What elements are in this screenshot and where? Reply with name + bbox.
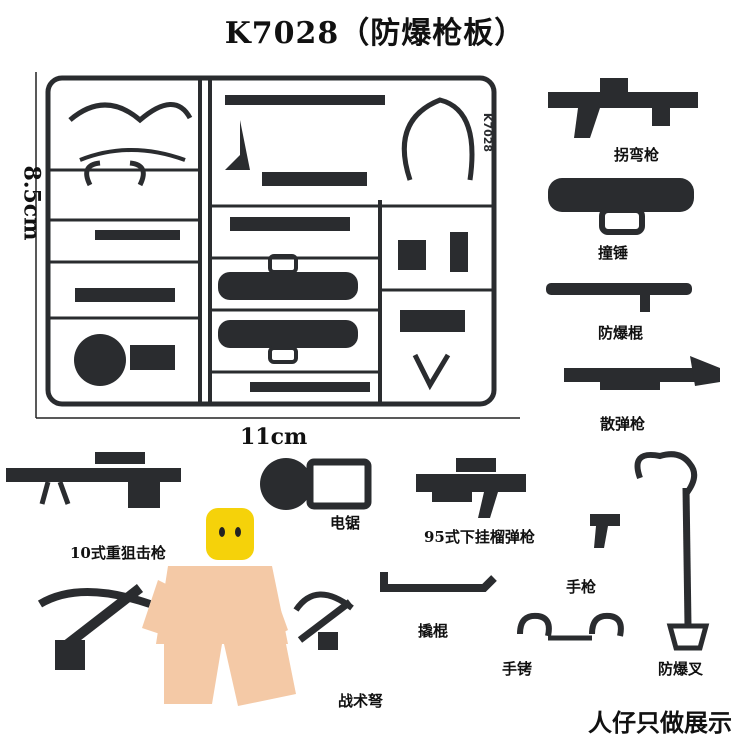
label-ram: 撞锤 bbox=[598, 244, 629, 262]
label-crowbar: 撬棍 bbox=[418, 622, 449, 640]
product-title: K7028（防爆枪板） bbox=[224, 16, 526, 51]
display-note: 人仔只做展示 bbox=[588, 708, 732, 737]
baton-icon bbox=[546, 283, 692, 312]
pistol-icon bbox=[590, 514, 620, 548]
grenade-rifle-icon bbox=[416, 458, 526, 518]
label-grenade-rifle: 95式下挂榴弹枪 bbox=[424, 528, 535, 546]
handcuffs-icon bbox=[517, 612, 624, 641]
label-shotgun: 散弹枪 bbox=[600, 415, 646, 433]
dimension-lines bbox=[35, 72, 520, 419]
height-dimension: 8.5cm bbox=[18, 165, 45, 241]
label-handcuffs: 手铐 bbox=[502, 660, 533, 678]
sprue-code: K7028 bbox=[481, 112, 495, 153]
sprue-frame bbox=[45, 75, 497, 407]
chainsaw-icon bbox=[260, 458, 372, 510]
ram-icon bbox=[548, 178, 694, 235]
label-fork: 防爆叉 bbox=[658, 660, 704, 678]
minifigure bbox=[142, 508, 296, 706]
label-crank-gun: 拐弯枪 bbox=[614, 146, 660, 164]
label-pistol: 手枪 bbox=[566, 578, 597, 596]
width-dimension: 11cm bbox=[240, 424, 308, 450]
sniper-icon bbox=[6, 452, 181, 508]
label-crossbow: 战术弩 bbox=[338, 692, 384, 710]
label-baton: 防爆棍 bbox=[598, 324, 644, 342]
label-sniper: 10式重狙击枪 bbox=[70, 544, 166, 562]
fork-icon bbox=[634, 451, 710, 651]
crowbar-icon bbox=[380, 572, 497, 592]
label-chainsaw: 电锯 bbox=[330, 514, 361, 532]
crossbow-small-icon bbox=[293, 591, 354, 650]
crank-gun-icon bbox=[548, 78, 698, 138]
crossbow-large-icon bbox=[37, 584, 152, 670]
shotgun-icon bbox=[564, 356, 720, 390]
